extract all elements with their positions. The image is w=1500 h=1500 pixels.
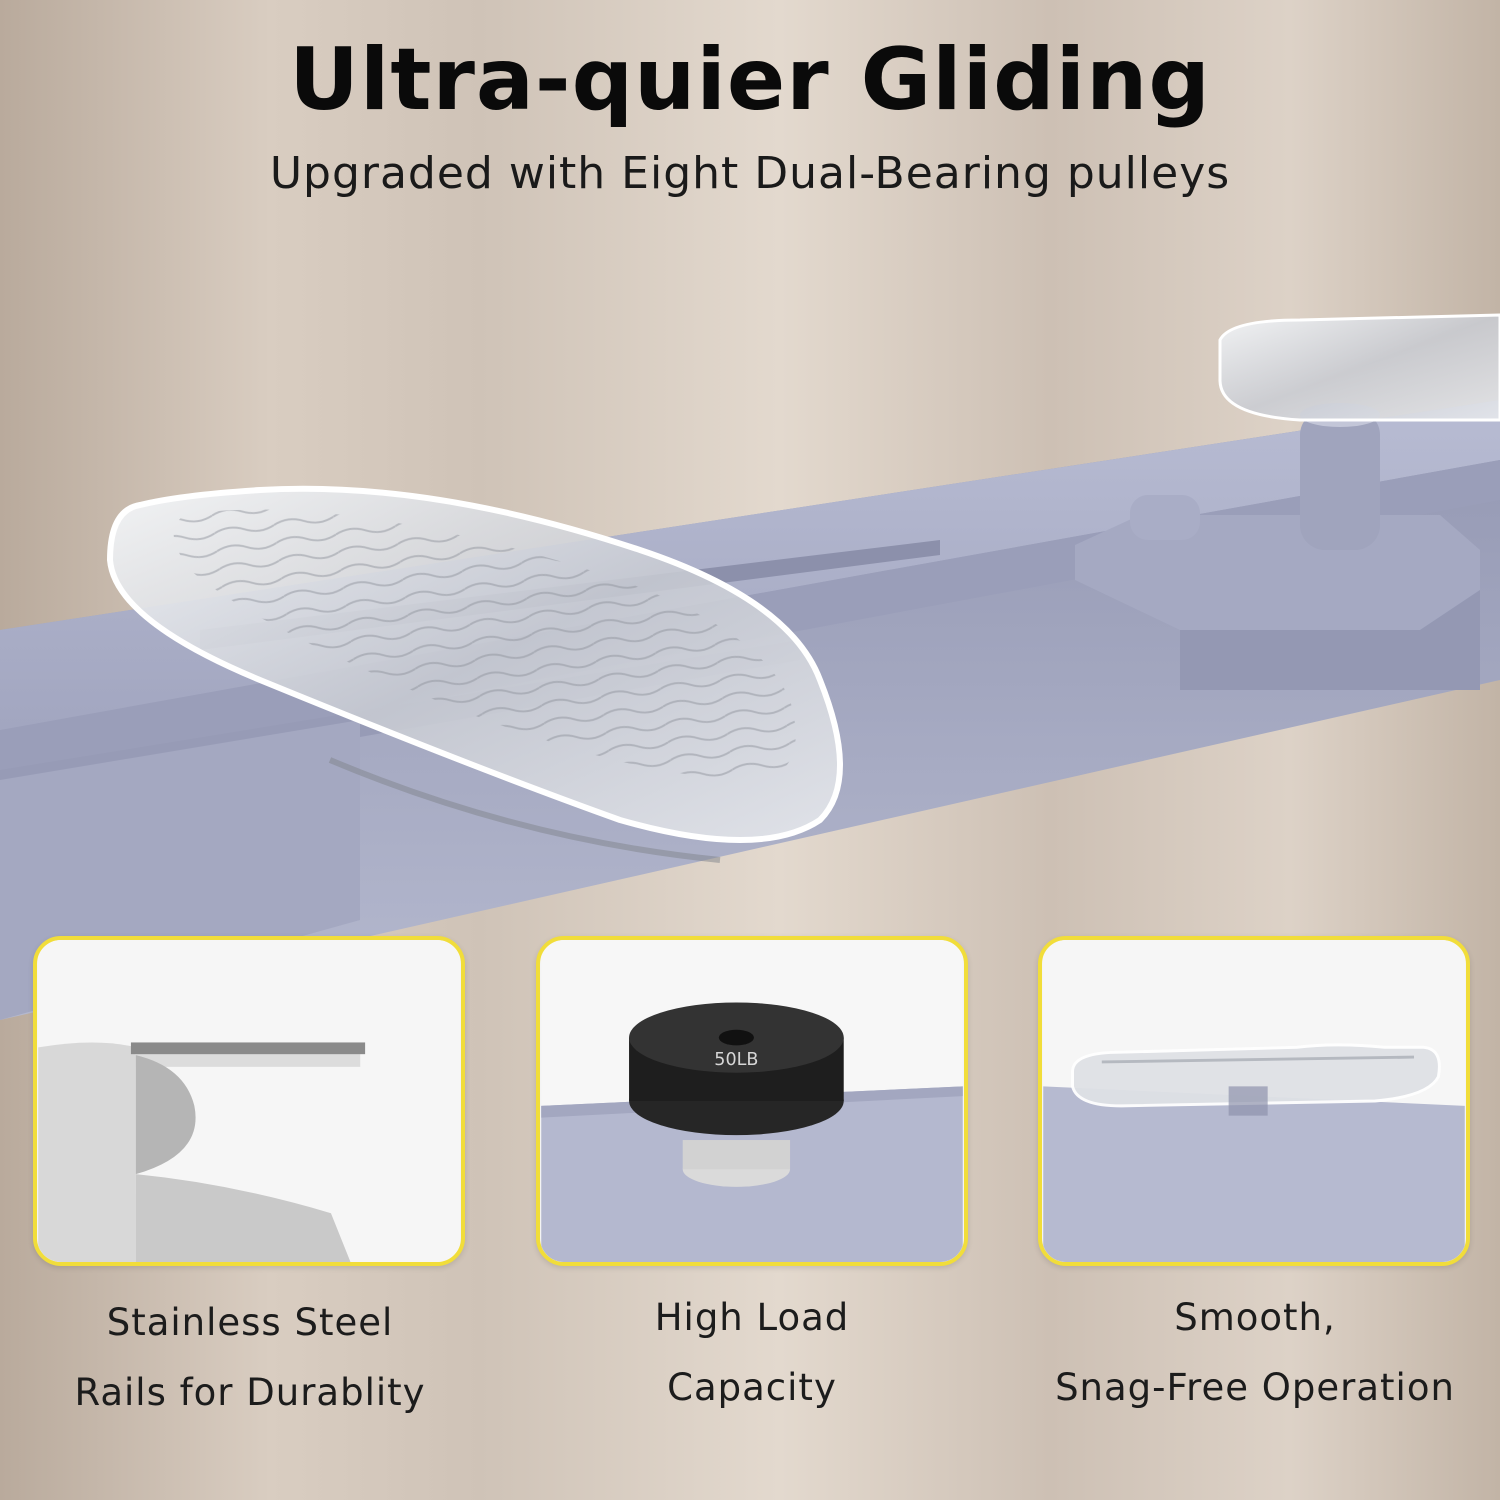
caption-line: Snag-Free Operation: [1055, 1366, 1455, 1409]
caption-line: Rails for Durablity: [74, 1371, 426, 1414]
feature-card-rails: [33, 936, 465, 1266]
caption-line: Smooth,: [1174, 1296, 1336, 1339]
weight-plates-image: 50LB: [541, 940, 963, 1262]
caption-line: Stainless Steel: [106, 1301, 394, 1344]
feature-card-smooth: [1038, 936, 1470, 1266]
stainless-rail-image: [38, 940, 460, 1262]
hero-product-image: [0, 313, 1500, 1020]
plate-label: 50LB: [714, 1050, 758, 1070]
feature-caption-smooth: Smooth, Snag-Free Operation: [1015, 1283, 1495, 1423]
page-title: Ultra-quier Gliding: [289, 30, 1211, 130]
caption-line: High Load: [654, 1296, 850, 1339]
pedal-on-rail-image: [1043, 940, 1465, 1262]
caption-line: Capacity: [667, 1366, 837, 1409]
page-subtitle: Upgraded with Eight Dual-Bearing pulleys: [269, 148, 1231, 199]
feature-caption-load: High Load Capacity: [512, 1283, 992, 1423]
feature-card-load: 50LB: [536, 936, 968, 1266]
feature-caption-rails: Stainless Steel Rails for Durablity: [10, 1288, 490, 1428]
